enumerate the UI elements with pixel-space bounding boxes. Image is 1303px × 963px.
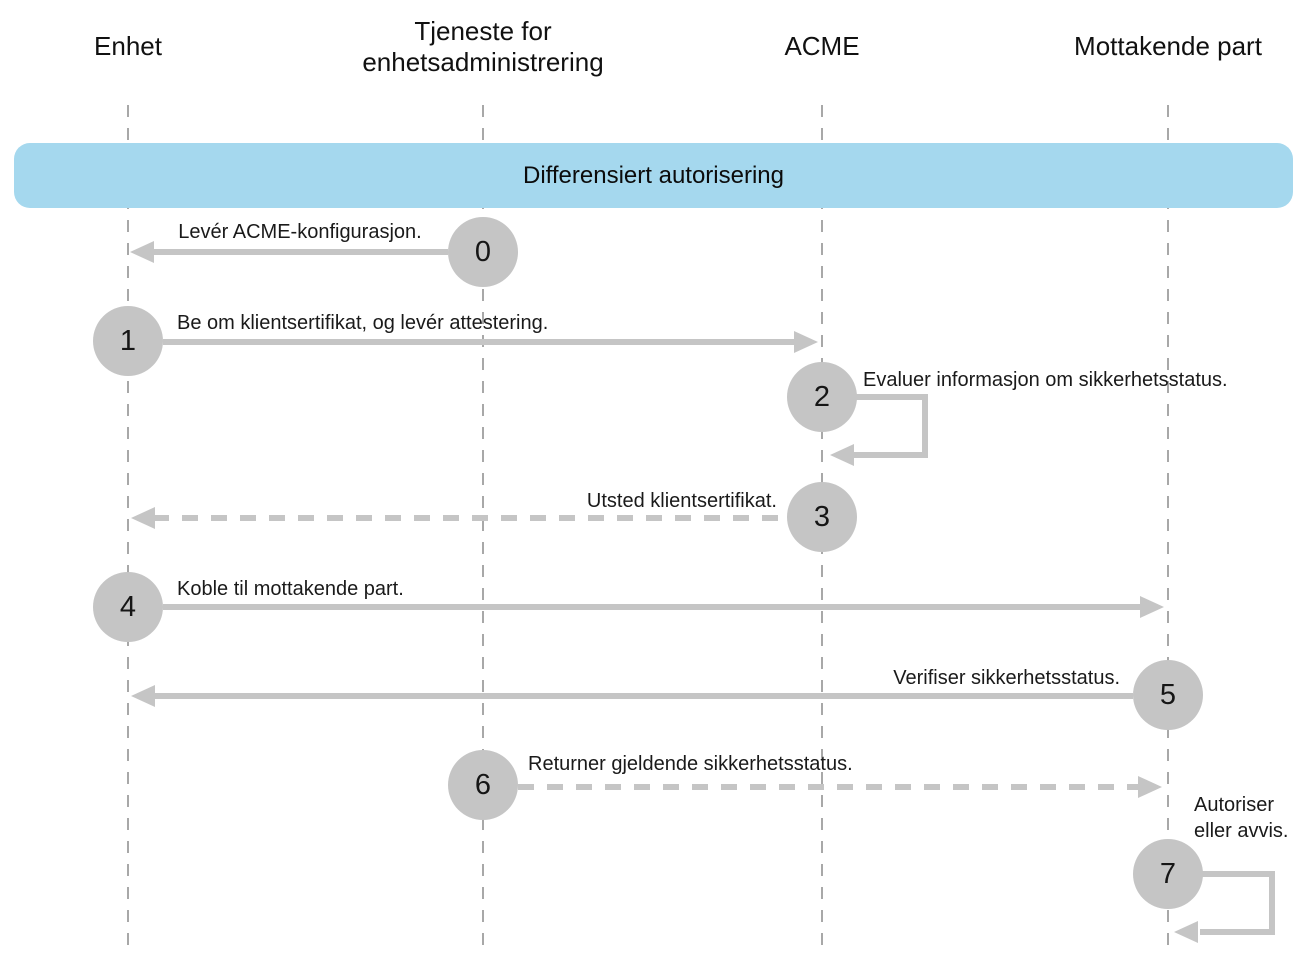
message-label: Levér ACME-konfigurasjon. <box>178 221 422 243</box>
step-number: 3 <box>813 500 831 533</box>
actor-label-enhet: Enhet <box>94 31 162 61</box>
message-arrow-line <box>153 693 1133 699</box>
message-label: Evaluer informasjon om sikkerhetsstatus. <box>863 369 1228 391</box>
message-label: Verifiser sikkerhetsstatus. <box>893 667 1120 689</box>
message-arrow-line <box>150 249 448 255</box>
step-number: 1 <box>119 324 137 357</box>
self-loop-line <box>850 394 928 458</box>
step-number: 4 <box>119 590 137 623</box>
arrowhead-left-icon <box>130 241 154 263</box>
title-banner: Differensiert autorisering <box>14 143 1293 208</box>
step-number: 7 <box>1159 857 1177 890</box>
message-label: Utsted klientsertifikat. <box>586 490 777 512</box>
step-number-circle: 2 <box>787 362 857 432</box>
step-number-circle: 3 <box>787 482 857 552</box>
step-number-circle: 6 <box>448 750 518 820</box>
arrowhead-right-icon <box>1140 596 1164 618</box>
actor-label-tjeneste: Tjeneste for enhetsadministrering <box>362 16 604 77</box>
step-number: 0 <box>474 235 492 268</box>
self-loop-line <box>1200 871 1275 935</box>
arrowhead-left-icon <box>131 507 155 529</box>
step-number-circle: 7 <box>1133 839 1203 909</box>
message-label: Returner gjeldende sikkerhetsstatus. <box>528 753 853 775</box>
lifeline-mottakende-part <box>1167 105 1169 950</box>
message-arrow-line-dashed <box>518 784 1140 790</box>
lifeline-tjeneste <box>482 105 484 950</box>
arrowhead-right-icon <box>1138 776 1162 798</box>
arrowhead-left-icon <box>1174 921 1198 943</box>
step-number: 5 <box>1159 678 1177 711</box>
arrowhead-left-icon <box>131 685 155 707</box>
message-label: Koble til mottakende part. <box>177 578 404 600</box>
step-number: 6 <box>474 768 492 801</box>
step-number-circle: 5 <box>1133 660 1203 730</box>
step-number-circle: 4 <box>93 572 163 642</box>
arrowhead-right-icon <box>794 331 818 353</box>
arrowhead-left-icon <box>830 444 854 466</box>
actor-label-mottakende-part: Mottakende part <box>1074 31 1262 61</box>
lifeline-enhet <box>127 105 129 950</box>
message-arrow-line <box>163 339 796 345</box>
step-number-circle: 0 <box>448 217 518 287</box>
message-label: Autoriser eller avvis. <box>1194 794 1289 842</box>
step-number: 2 <box>813 380 831 413</box>
actor-label-acme: ACME <box>784 31 860 61</box>
message-arrow-line <box>163 604 1142 610</box>
step-number-circle: 1 <box>93 306 163 376</box>
message-arrow-line-dashed <box>153 515 787 521</box>
diagram-title: Differensiert autorisering <box>522 161 784 189</box>
message-label: Be om klientsertifikat, og levér atteste… <box>177 312 549 334</box>
